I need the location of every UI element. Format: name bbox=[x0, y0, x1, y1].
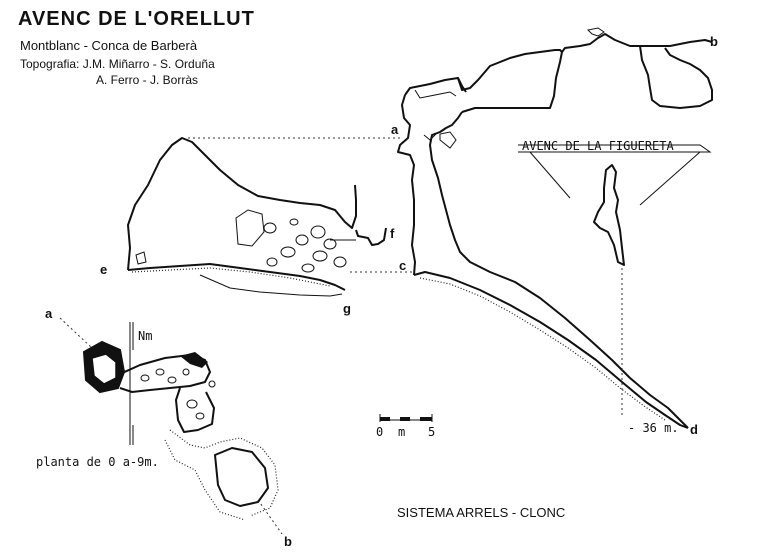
section-label-f: f bbox=[390, 226, 395, 241]
plan-caption: planta de 0 a-9m. bbox=[36, 455, 159, 469]
section-label-d: d bbox=[690, 422, 698, 437]
boulder-cluster bbox=[263, 218, 347, 273]
plan-label-a: a bbox=[45, 306, 53, 321]
scale-unit: m bbox=[398, 425, 405, 439]
location-subtitle: Montblanc - Conca de Barberà bbox=[20, 38, 198, 53]
plan-view: a b Nm planta de 0 a-9m. bbox=[36, 306, 292, 549]
section-label-b: b bbox=[710, 34, 718, 49]
surface-profile bbox=[404, 27, 713, 113]
side-chamber-profile bbox=[127, 137, 387, 297]
figuereta-label: AVENC DE LA FIGUERETA bbox=[522, 139, 674, 153]
section-label-e: e bbox=[100, 262, 107, 277]
main-shaft-profile bbox=[397, 94, 689, 429]
section-label-c: c bbox=[399, 258, 406, 273]
scale-bar: 0 m 5 bbox=[376, 414, 435, 439]
scale-five: 5 bbox=[428, 425, 435, 439]
plan-boulders bbox=[140, 368, 216, 420]
section-label-a: a bbox=[391, 122, 399, 137]
survey-authors-line1: Topografia: J.M. Miñarro - S. Orduña bbox=[20, 57, 215, 71]
page-title: AVENC DE L'ORELLUT bbox=[18, 8, 255, 30]
depth-label: - 36 m. bbox=[628, 421, 679, 435]
system-caption: SISTEMA ARRELS - CLONC bbox=[397, 505, 566, 520]
figuereta-inset bbox=[518, 144, 712, 266]
north-label: Nm bbox=[138, 329, 152, 343]
plan-label-b: b bbox=[284, 534, 292, 549]
scale-zero: 0 bbox=[376, 425, 383, 439]
survey-authors-line2: A. Ferro - J. Borràs bbox=[96, 73, 199, 87]
section-label-g: g bbox=[343, 301, 351, 316]
